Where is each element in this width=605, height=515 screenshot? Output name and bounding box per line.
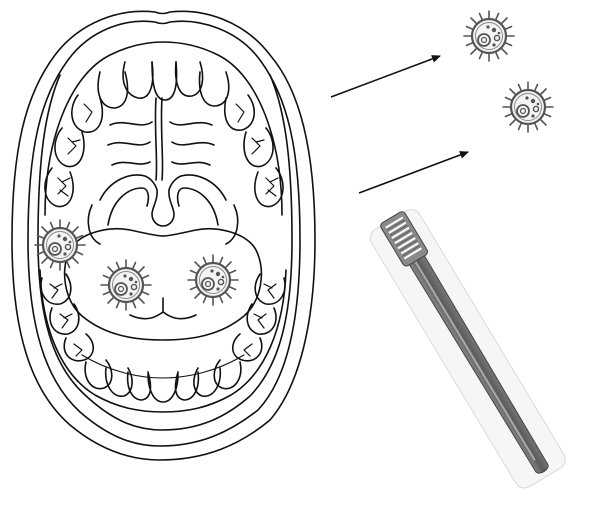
germ-icon [188, 255, 238, 305]
toothbrush-icon [366, 204, 570, 492]
germ-icon [464, 11, 514, 61]
germ-icon [503, 82, 553, 132]
germ-icon [35, 220, 85, 270]
arrow-icon [359, 152, 468, 193]
arrow-icon [331, 56, 440, 97]
germ-icon [101, 260, 151, 310]
